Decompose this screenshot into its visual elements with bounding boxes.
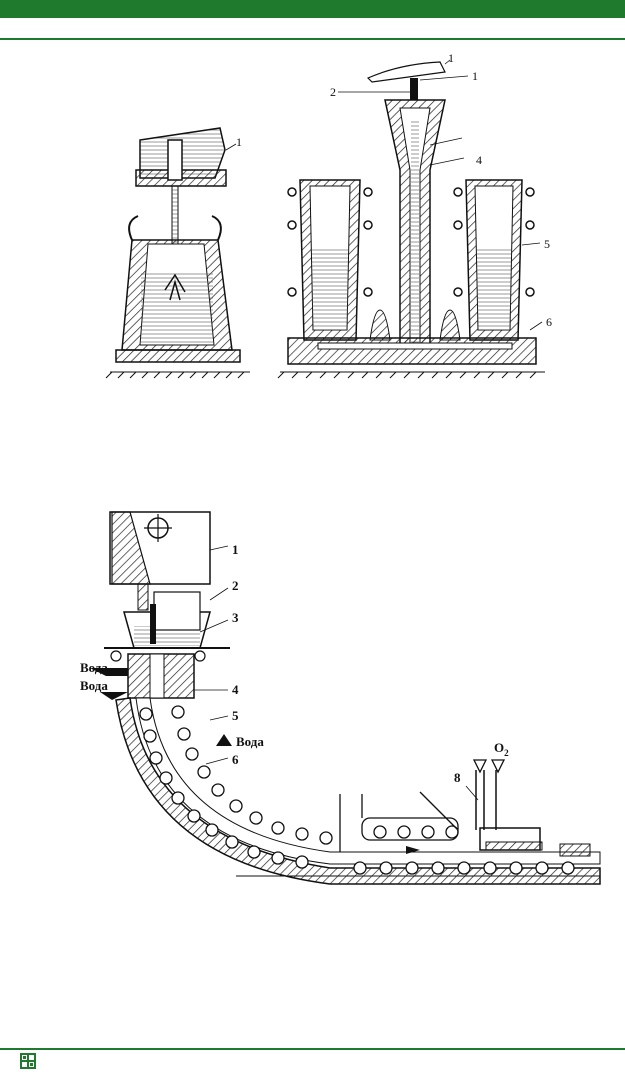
footer-divider [0, 1048, 625, 1050]
water-label-3: Вода [236, 734, 264, 749]
left-label-1: 1 [236, 135, 242, 149]
cc-label-2: 2 [232, 578, 239, 593]
water-label-1: Вода [80, 660, 108, 675]
cc-label-4: 4 [232, 682, 239, 697]
right-label-6: 6 [546, 315, 552, 329]
ladle [109, 511, 229, 611]
right-label-4: 4 [476, 153, 482, 167]
right-label-5: 5 [544, 237, 550, 251]
cc-label-1: 1 [232, 542, 239, 557]
right-label-1a: 1 [448, 51, 454, 65]
cc-label-8: 8 [454, 770, 461, 785]
footer-logo-icon [20, 1053, 36, 1069]
bottom-pouring-diagram: 1 2 1 4 5 6 [277, 51, 552, 379]
cc-label-5: 5 [232, 708, 239, 723]
header-divider [0, 38, 625, 40]
tundish [104, 587, 230, 662]
oxygen-label: O2 [494, 740, 509, 758]
crystallizer [90, 653, 228, 700]
right-label-2: 2 [330, 85, 336, 99]
curved-strand [115, 697, 601, 885]
cc-label-3: 3 [232, 610, 239, 625]
ingot-casting-figure: 1 [105, 51, 552, 379]
gas-cutter [465, 759, 591, 857]
right-label-1b: 1 [472, 69, 478, 83]
cc-label-6: 6 [232, 752, 239, 767]
header-bar [0, 0, 625, 18]
top-pouring-diagram: 1 [105, 127, 250, 379]
water-label-2: Вода [80, 678, 108, 693]
